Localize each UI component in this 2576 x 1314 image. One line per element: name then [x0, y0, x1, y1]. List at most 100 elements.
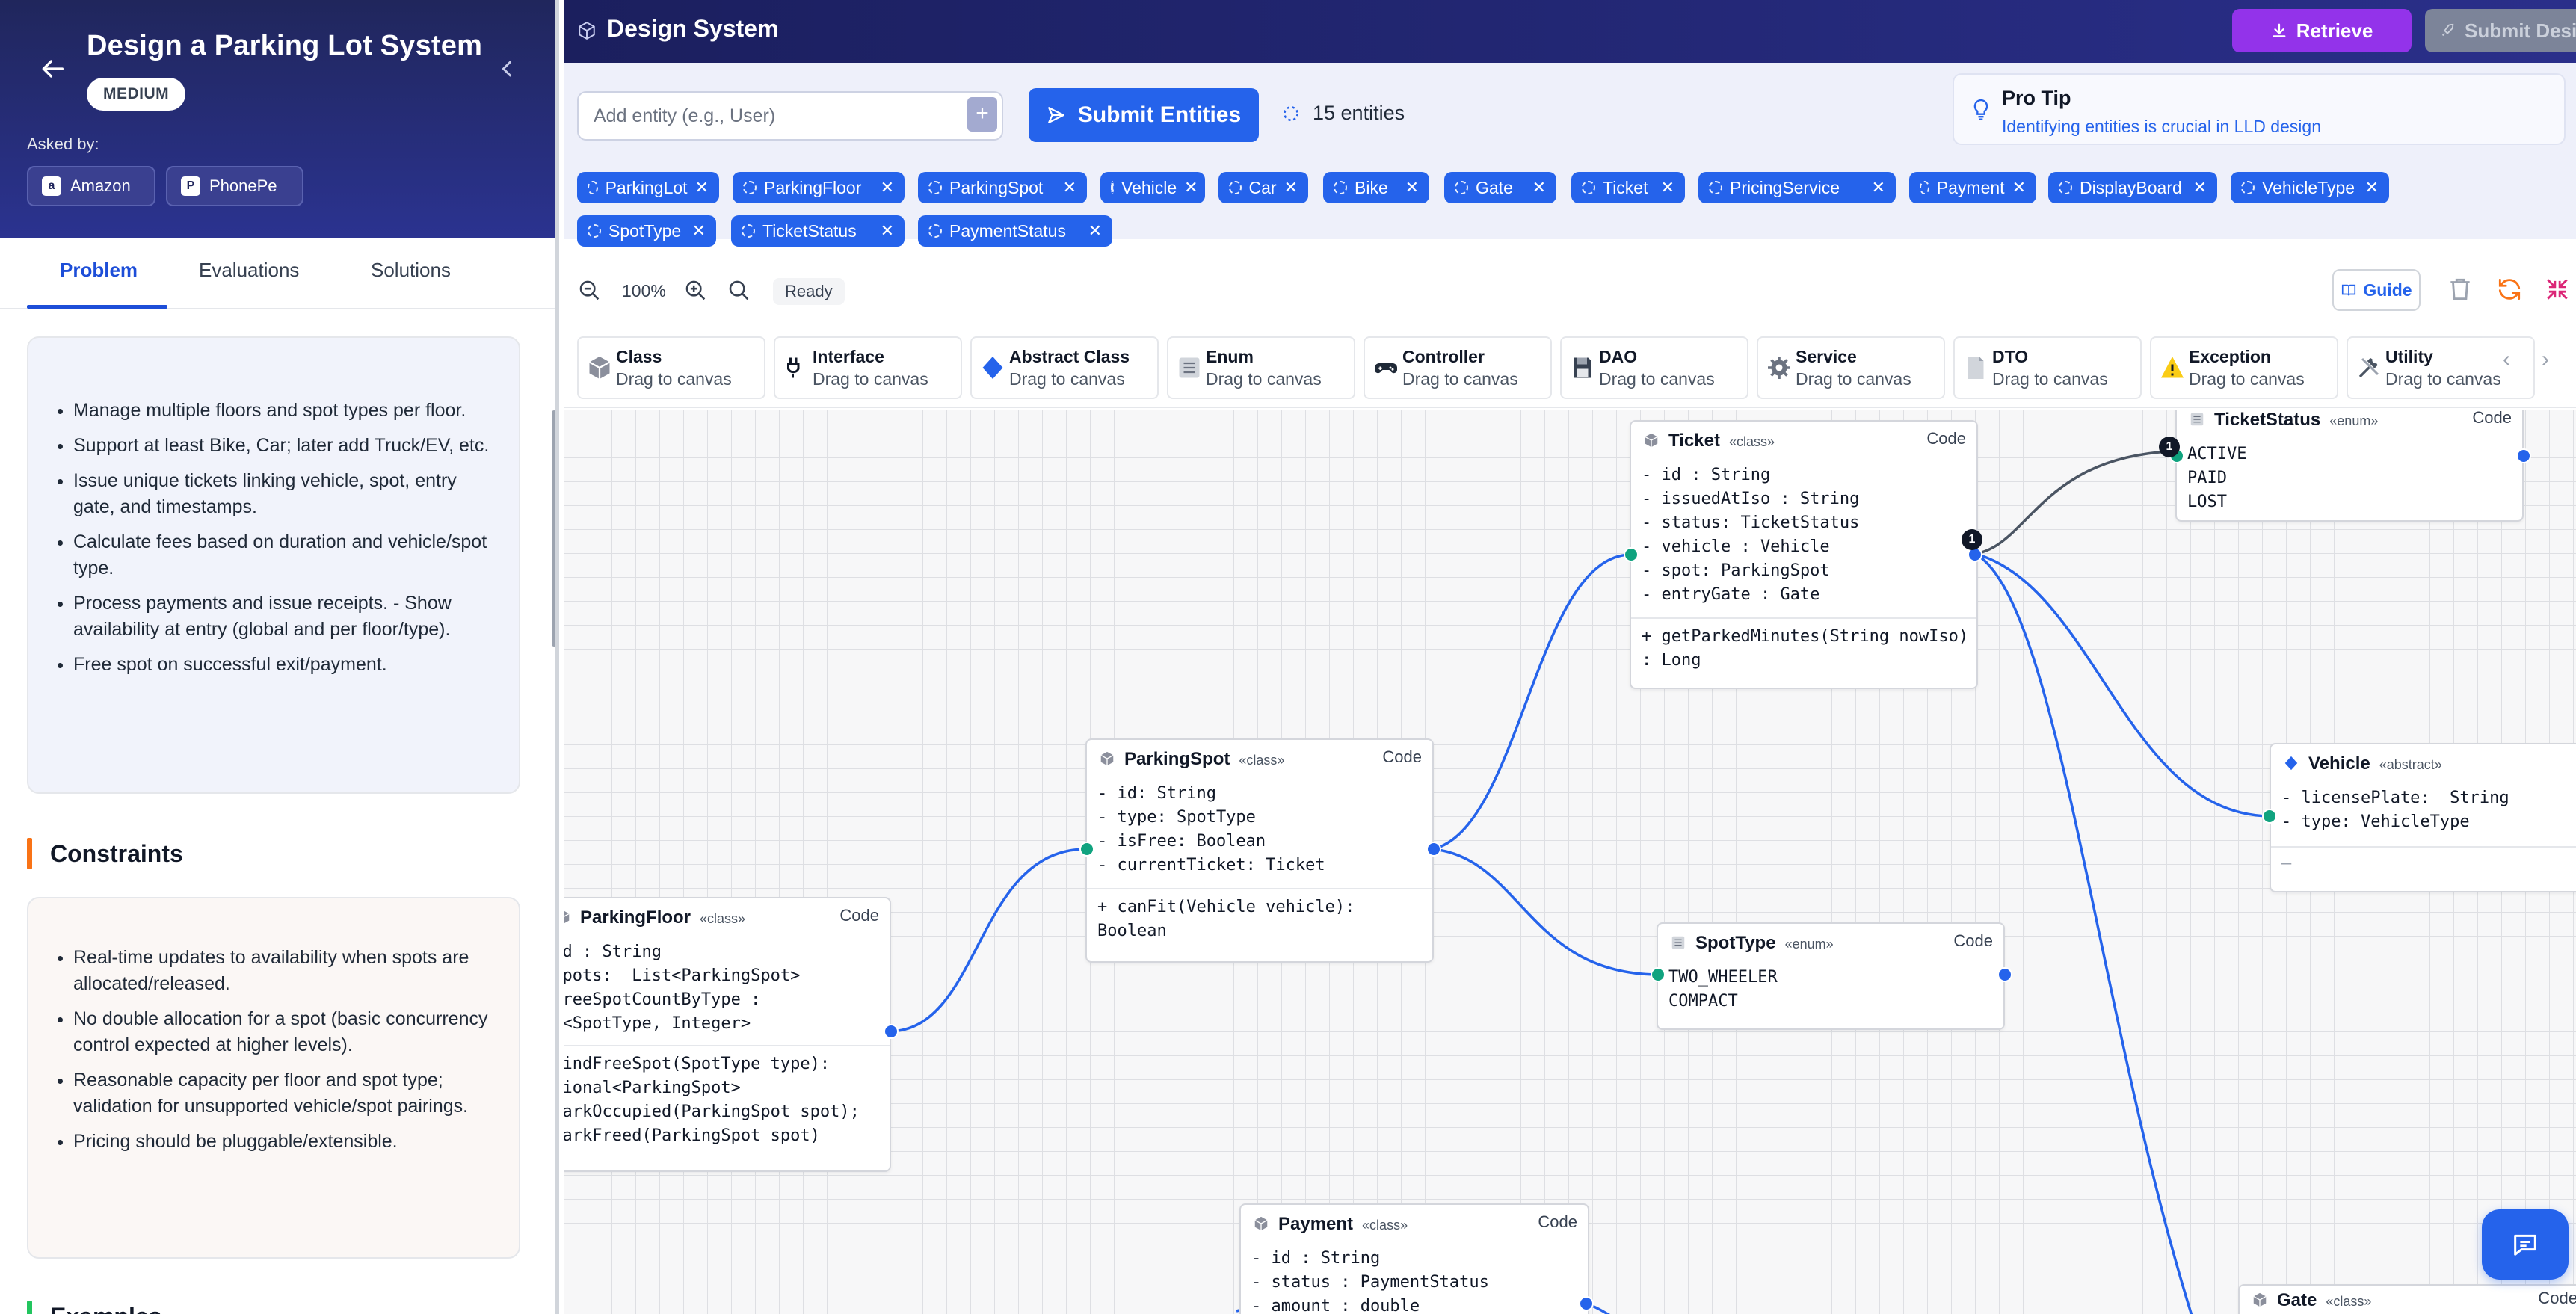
entity-chip[interactable]: ParkingFloor✕ [733, 172, 905, 203]
class-node-ticket[interactable]: Ticket«class» Code - id : String - issue… [1630, 420, 1978, 689]
abstract-node-vehicle[interactable]: Vehicle«abstract» Co - licensePlate: Str… [2270, 743, 2576, 892]
connector-handle[interactable] [1079, 842, 1094, 857]
palette-prev-icon[interactable]: ‹ [2503, 347, 2510, 371]
remove-entity-icon[interactable]: ✕ [1062, 178, 1076, 197]
entity-chip[interactable]: Bike✕ [1323, 172, 1429, 203]
entity-chip-label: DisplayBoard [2080, 177, 2182, 197]
code-button[interactable]: Code [839, 906, 879, 925]
entity-chip[interactable]: ParkingSpot✕ [918, 172, 1087, 203]
design-topbar: Design System Retrieve Submit Design [564, 0, 2576, 63]
entity-chip[interactable]: Gate✕ [1444, 172, 1556, 203]
entity-chip[interactable]: TicketStatus✕ [731, 215, 905, 247]
class-node-payment[interactable]: Payment«class» Code - id : String - stat… [1239, 1203, 1589, 1314]
class-node-parkingspot[interactable]: ParkingSpot«class» Code - id: String - t… [1085, 738, 1434, 963]
connector-handle[interactable] [2262, 809, 2277, 824]
entity-input[interactable]: Add entity (e.g., User) [577, 91, 1003, 141]
code-button[interactable]: Code [1953, 931, 1993, 950]
entity-chip[interactable]: ParkingLot✕ [577, 172, 719, 203]
remove-entity-icon[interactable]: ✕ [691, 221, 706, 240]
tab-evaluations[interactable]: Evaluations [199, 259, 300, 281]
remove-entity-icon[interactable]: ✕ [880, 221, 894, 240]
guide-label: Guide [2363, 280, 2412, 300]
remove-entity-icon[interactable]: ✕ [1532, 178, 1546, 197]
trash-icon[interactable] [2446, 275, 2474, 303]
cube-icon [579, 22, 595, 40]
code-button[interactable]: Code [2538, 1289, 2576, 1307]
problem-content[interactable]: Manage multiple floors and spot types pe… [0, 309, 555, 1314]
enum-node-spottype[interactable]: SpotType«enum» Code TWO_WHEELER COMPACT [1657, 922, 2005, 1030]
remove-entity-icon[interactable]: ✕ [1284, 178, 1298, 197]
remove-entity-icon[interactable]: ✕ [880, 178, 894, 197]
zoom-out-icon[interactable] [577, 278, 603, 303]
code-button[interactable]: Code [1538, 1212, 1577, 1231]
chat-button[interactable] [2482, 1209, 2569, 1280]
connector-handle[interactable] [1997, 967, 2012, 982]
remove-entity-icon[interactable]: ✕ [2012, 178, 2026, 197]
connector-handle[interactable] [1624, 547, 1639, 562]
zoom-in-icon[interactable] [683, 278, 709, 303]
palette-next-icon[interactable]: › [2542, 347, 2549, 371]
code-button[interactable]: Code [2472, 410, 2512, 427]
retrieve-label: Retrieve [2296, 19, 2373, 42]
entity-chip[interactable]: PaymentStatus✕ [918, 215, 1112, 247]
remove-entity-icon[interactable]: ✕ [1184, 178, 1198, 197]
scrollbar-thumb[interactable] [552, 410, 555, 647]
remove-entity-icon[interactable]: ✕ [1660, 178, 1674, 197]
palette-item-name: Enum [1206, 347, 1254, 366]
node-fields: - id: String - type: SpotType - isFree: … [1097, 784, 1325, 875]
drag-handle-icon [2059, 181, 2072, 194]
submit-entities-button[interactable]: Submit Entities [1029, 88, 1259, 142]
entity-chip[interactable]: Car✕ [1218, 172, 1308, 203]
entity-chip[interactable]: Payment✕ [1909, 172, 2036, 203]
entity-chip[interactable]: PricingService✕ [1698, 172, 1896, 203]
connector-handle[interactable] [2516, 448, 2531, 463]
tab-solutions[interactable]: Solutions [371, 259, 451, 281]
remove-entity-icon[interactable]: ✕ [2364, 178, 2379, 197]
collapse-icon[interactable] [2543, 275, 2572, 303]
company-tag-phonepe[interactable]: P PhonePe [166, 166, 303, 206]
collapse-panel-icon[interactable] [493, 54, 520, 84]
retrieve-button[interactable]: Retrieve [2232, 9, 2412, 52]
remove-entity-icon[interactable]: ✕ [2193, 178, 2207, 197]
company-tag-amazon[interactable]: a Amazon [27, 166, 155, 206]
entity-chip[interactable]: Ticket✕ [1571, 172, 1685, 203]
add-entity-button[interactable]: + [967, 97, 997, 132]
enum-node-ticketstatus[interactable]: TicketStatus«enum» Code ACTIVE PAID LOST [2175, 410, 2524, 522]
class-node-gate[interactable]: Gate«class» Code [2238, 1284, 2576, 1314]
entity-count-label: 15 entities [1313, 102, 1405, 124]
back-arrow-icon[interactable] [37, 54, 67, 84]
remove-entity-icon[interactable]: ✕ [1871, 178, 1885, 197]
entity-chip[interactable]: Vehicle✕ [1100, 172, 1205, 203]
guide-button[interactable]: Guide [2332, 269, 2421, 311]
connector-handle[interactable] [1579, 1296, 1594, 1311]
design-canvas[interactable]: Ticket«class» Code - id : String - issue… [564, 410, 2576, 1314]
remove-entity-icon[interactable]: ✕ [1405, 178, 1419, 197]
entity-chip[interactable]: DisplayBoard ✕ [2048, 172, 2217, 203]
tab-problem[interactable]: Problem [60, 259, 138, 281]
fit-view-icon[interactable] [727, 278, 752, 303]
connector-handle[interactable] [884, 1024, 899, 1039]
connector-handle[interactable] [1426, 842, 1441, 857]
node-divider [1087, 888, 1432, 889]
entity-chip[interactable]: VehicleType✕ [2231, 172, 2389, 203]
class-node-parkingfloor[interactable]: ParkingFloor«class» Code id : String spo… [564, 897, 891, 1172]
refresh-icon[interactable] [2495, 275, 2524, 303]
code-button[interactable]: Code [1382, 747, 1422, 766]
entity-chip[interactable]: SpotType✕ [577, 215, 716, 247]
remove-entity-icon[interactable]: ✕ [694, 178, 709, 197]
status-badge: Ready [773, 278, 845, 305]
code-button[interactable]: Code [1926, 429, 1966, 448]
remove-entity-icon[interactable]: ✕ [1088, 221, 1102, 240]
submit-design-button[interactable]: Submit Design [2425, 9, 2576, 52]
connector-handle[interactable] [1651, 967, 1666, 982]
